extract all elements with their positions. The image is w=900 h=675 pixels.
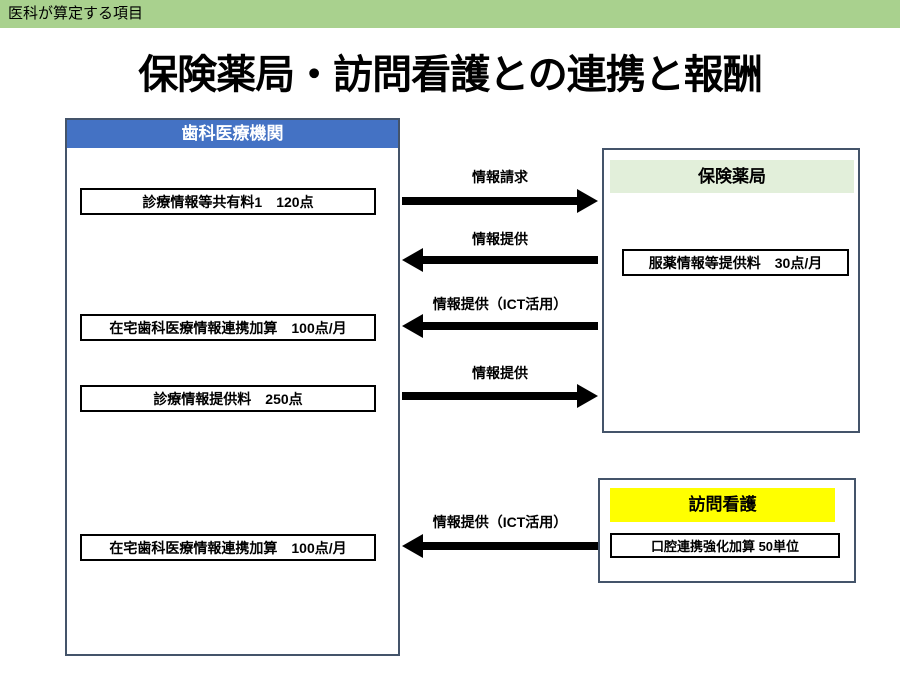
arrow-right-icon xyxy=(402,384,598,408)
arrow-label-info-request: 情報請求 xyxy=(472,169,528,185)
arrow-left-icon xyxy=(402,534,598,558)
arrow-head-left-icon xyxy=(402,248,423,272)
visiting-nursing-header: 訪問看護 xyxy=(610,488,835,522)
fee-box-home-dental-ict-100-top: 在宅歯科医療情報連携加算 100点/月 xyxy=(80,314,376,341)
arrow-shaft xyxy=(402,392,580,400)
arrow-right-icon xyxy=(402,189,598,213)
arrow-left-icon xyxy=(402,314,598,338)
arrow-shaft xyxy=(420,256,598,264)
arrow-shaft xyxy=(402,197,580,205)
arrow-shaft xyxy=(420,322,598,330)
visiting-nursing-box: 訪問看護 xyxy=(598,478,856,583)
slide-tag-bar: 医科が算定する項目 xyxy=(0,0,900,28)
insurance-pharmacy-header: 保険薬局 xyxy=(610,160,854,193)
fee-box-info-provision-250: 診療情報提供料 250点 xyxy=(80,385,376,412)
arrow-head-left-icon xyxy=(402,314,423,338)
fee-box-medication-info-30: 服薬情報等提供料 30点/月 xyxy=(622,249,849,276)
fee-box-shared-info-120: 診療情報等共有料1 120点 xyxy=(80,188,376,215)
arrow-left-icon xyxy=(402,248,598,272)
arrow-head-left-icon xyxy=(402,534,423,558)
fee-box-home-dental-ict-100-bottom: 在宅歯科医療情報連携加算 100点/月 xyxy=(80,534,376,561)
arrow-label-info-provision-ict-2: 情報提供（ICT活用） xyxy=(432,514,568,530)
arrow-label-info-provision: 情報提供 xyxy=(472,231,528,247)
arrow-head-right-icon xyxy=(577,384,598,408)
insurance-pharmacy-box: 保険薬局 xyxy=(602,148,860,433)
slide-title: 保険薬局・訪問看護との連携と報酬 xyxy=(138,53,763,97)
fee-box-oral-cooperation-50: 口腔連携強化加算 50単位 xyxy=(610,533,840,558)
dental-institution-header: 歯科医療機関 xyxy=(67,120,398,148)
arrow-label-info-provision-2: 情報提供 xyxy=(472,365,528,381)
arrow-head-right-icon xyxy=(577,189,598,213)
arrow-label-info-provision-ict: 情報提供（ICT活用） xyxy=(432,296,568,312)
arrow-shaft xyxy=(420,542,598,550)
